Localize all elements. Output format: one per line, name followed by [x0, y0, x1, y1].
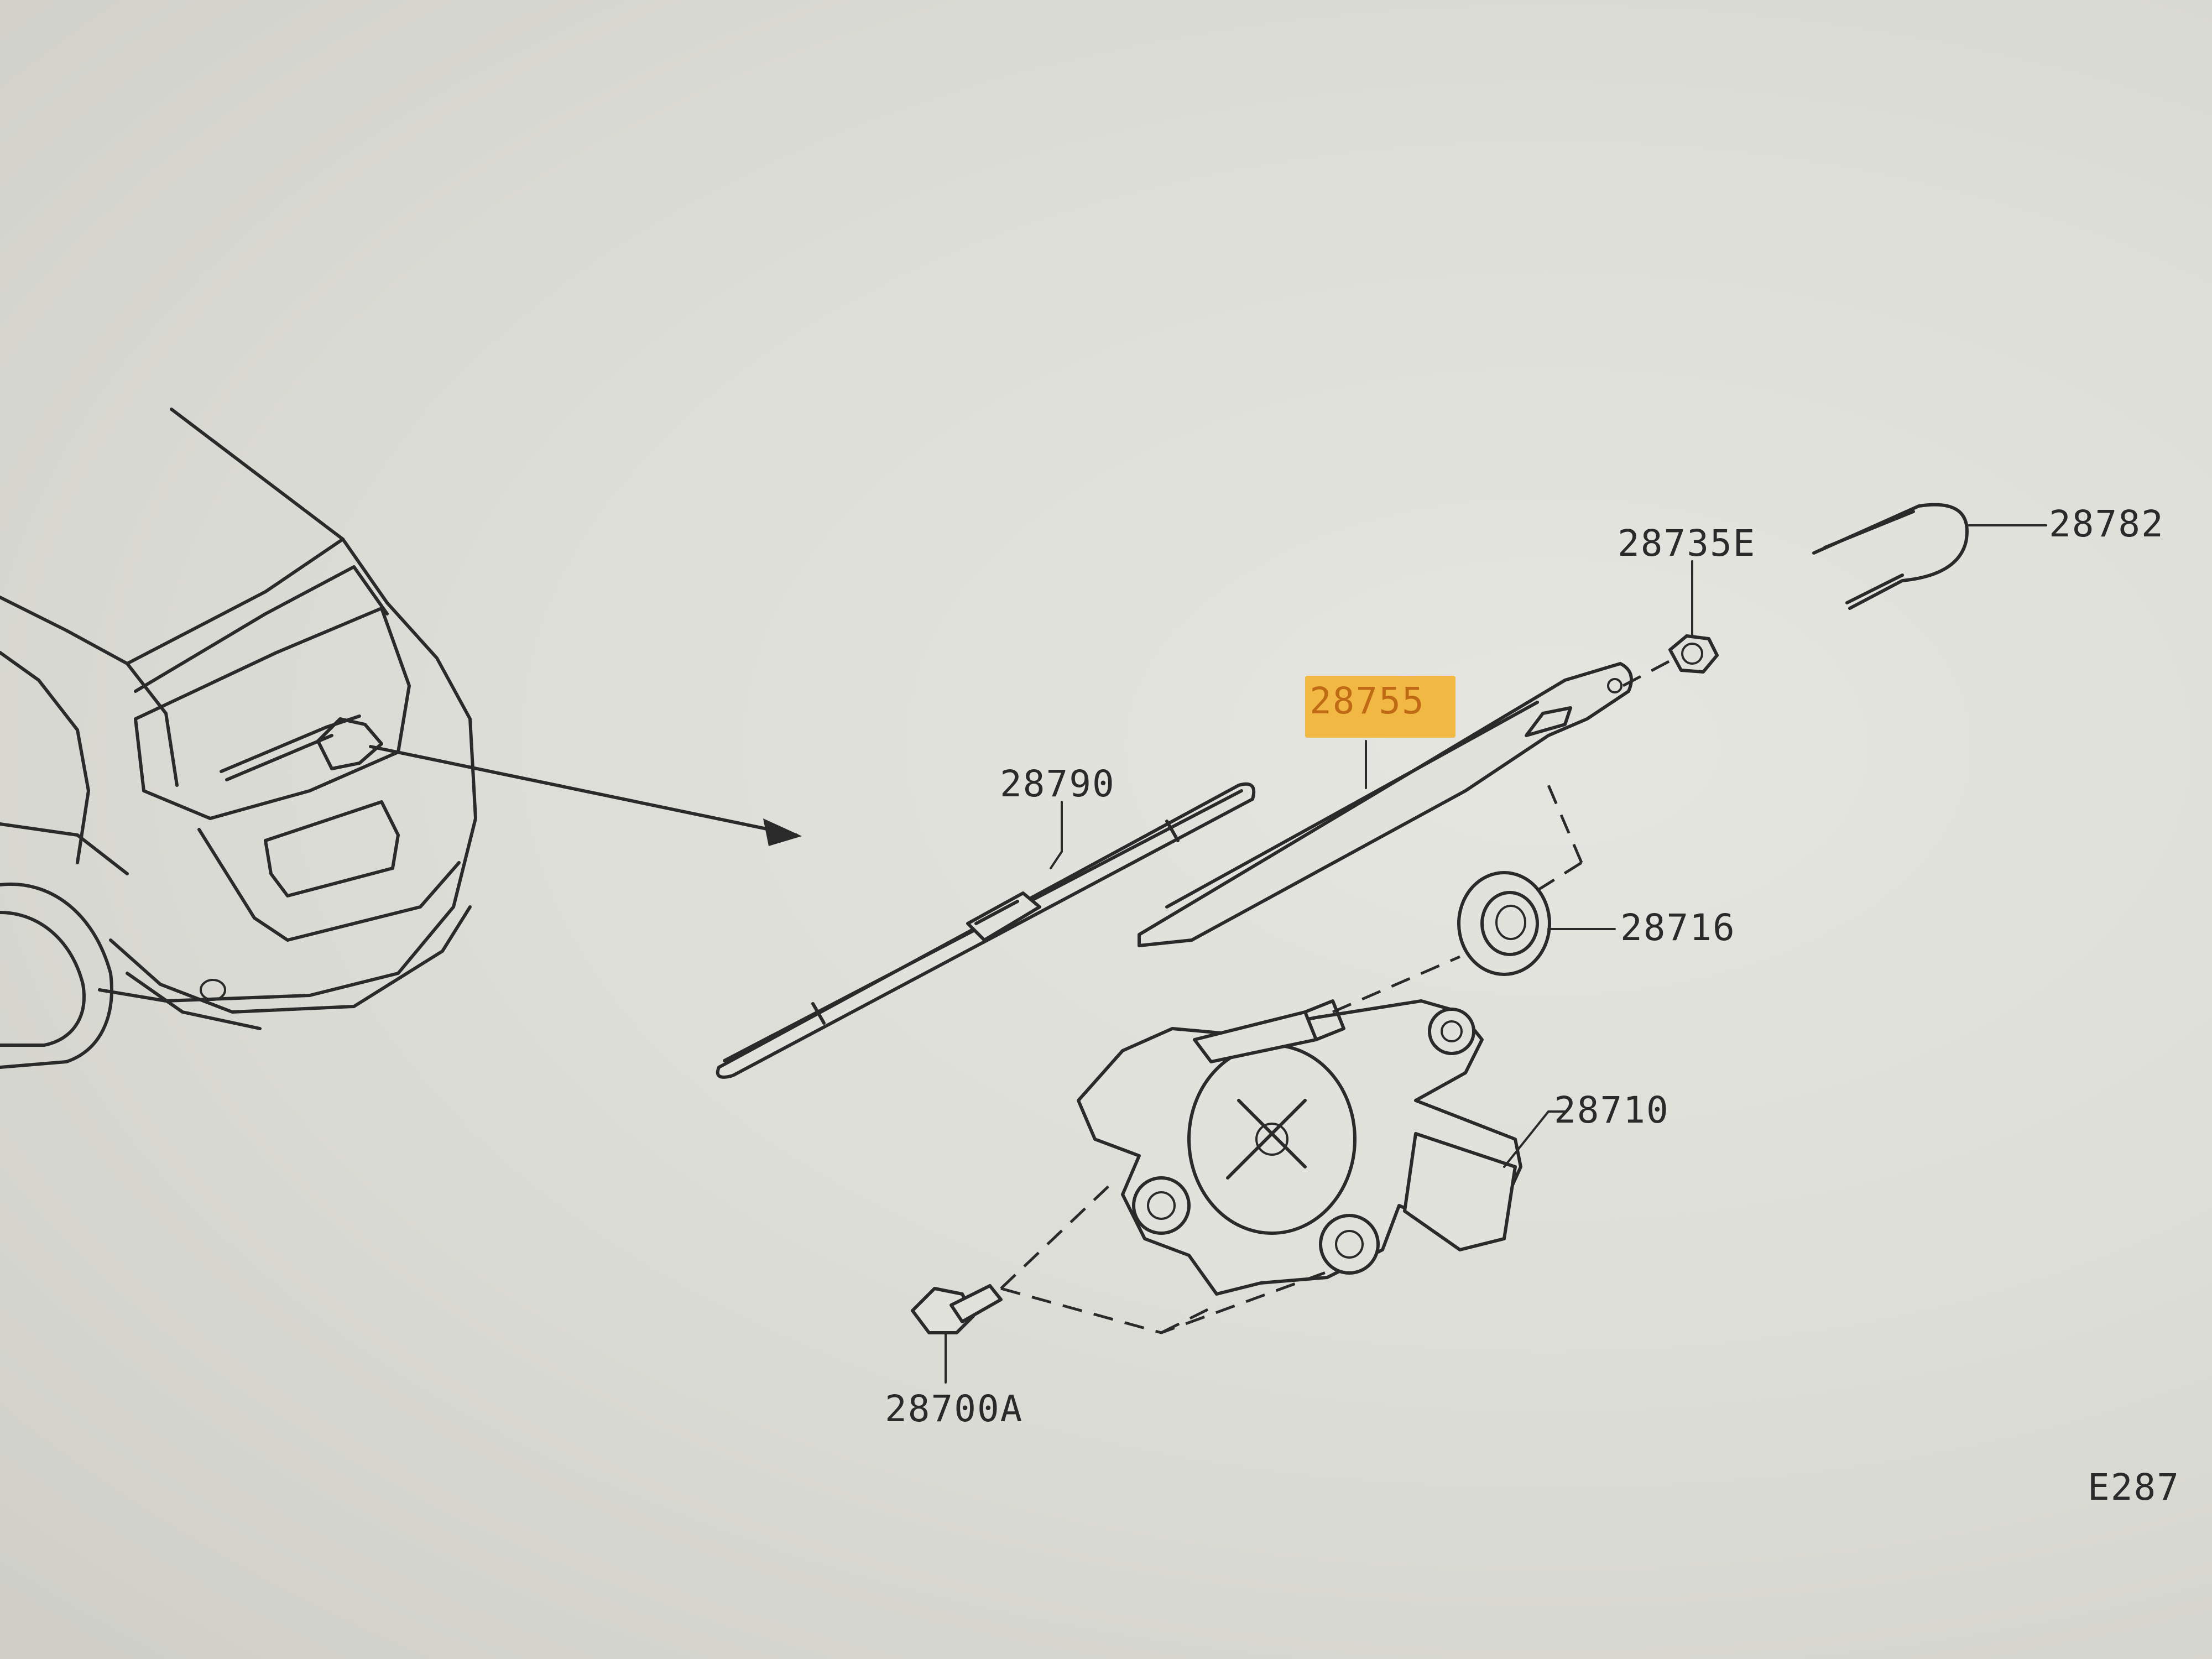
cap-28782 — [1812, 503, 2047, 610]
label-28710: 28710 — [1554, 1089, 1670, 1131]
bolt-28700a — [911, 1182, 1328, 1384]
nut-28735e — [1622, 560, 1719, 687]
label-28700a: 28700A — [885, 1387, 1023, 1430]
vehicle-rear-illustration — [0, 408, 802, 1069]
label-28755: 28755 — [1310, 680, 1425, 722]
grommet-28716 — [1332, 785, 1616, 1014]
wiper-motor-28710 — [1077, 999, 1566, 1296]
label-28735e: 28735E — [1618, 522, 1756, 565]
wiper-blade-28790 — [716, 782, 1256, 1079]
label-28782: 28782 — [2049, 503, 2164, 545]
label-28790: 28790 — [1000, 763, 1115, 805]
reference-code: E287 — [2088, 1466, 2180, 1509]
label-28716: 28716 — [1620, 906, 1736, 949]
highlight-28755 — [1305, 676, 1455, 738]
wiper-arm-28755 — [1138, 662, 1633, 947]
